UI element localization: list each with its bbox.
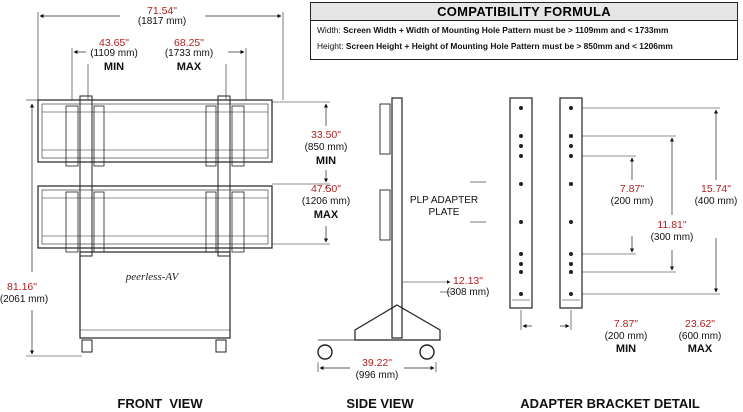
side-labels: PLP ADAPTER PLATE 12.13" (308 mm) 39.22"… bbox=[346, 195, 489, 411]
compatibility-formula-box: COMPATIBILITY FORMULA Width: Screen Widt… bbox=[310, 2, 738, 60]
side-base-in: 39.22" bbox=[362, 357, 392, 369]
formula-title: COMPATIBILITY FORMULA bbox=[311, 3, 737, 21]
overall-height-in: 81.16" bbox=[7, 281, 37, 293]
bracket-view bbox=[509, 97, 720, 330]
min-width-mm: (1109 mm) bbox=[90, 48, 138, 59]
formula-width-line: Width: Screen Width + Width of Mounting … bbox=[311, 21, 737, 39]
bracket-max-label: MAX bbox=[688, 343, 713, 355]
max-width-in: 68.25" bbox=[174, 37, 204, 49]
bracket-tall-in: 15.74" bbox=[701, 183, 731, 195]
bracket-min-label: MIN bbox=[616, 343, 636, 355]
bracket-min-mm: (200 mm) bbox=[605, 331, 648, 342]
min-width-in: 43.65" bbox=[99, 37, 129, 49]
plp-adapter-label-1: PLP ADAPTER bbox=[410, 195, 478, 206]
plp-adapter-label-2: PLATE bbox=[429, 207, 460, 218]
front-view bbox=[26, 12, 330, 357]
bracket-spacing-mm: (200 mm) bbox=[611, 196, 654, 207]
side-depth-in: 12.13" bbox=[453, 275, 483, 287]
formula-width-label: Width: bbox=[317, 25, 341, 35]
max-width-mm: (1733 mm) bbox=[165, 48, 213, 59]
min-width-label: MIN bbox=[104, 61, 124, 73]
bracket-max-in: 23.62" bbox=[685, 318, 715, 330]
bracket-holes bbox=[519, 106, 573, 296]
peerless-logo: peerless-AV bbox=[125, 271, 180, 283]
overall-width-in: 71.54" bbox=[147, 5, 177, 17]
side-view bbox=[317, 97, 486, 372]
min-height-in: 33.50" bbox=[311, 129, 341, 141]
formula-width-text: Screen Width + Width of Mounting Hole Pa… bbox=[343, 25, 669, 35]
side-depth-mm: (308 mm) bbox=[447, 287, 490, 298]
formula-height-label: Height: bbox=[317, 41, 344, 51]
bracket-view-caption: ADAPTER BRACKET DETAIL bbox=[520, 396, 700, 411]
min-height-mm: (850 mm) bbox=[305, 142, 348, 153]
max-height-mm: (1206 mm) bbox=[302, 196, 350, 207]
bracket-mid-in: 11.81" bbox=[657, 219, 686, 231]
side-base-mm: (996 mm) bbox=[356, 370, 399, 381]
bracket-min-in: 7.87" bbox=[614, 318, 638, 330]
bracket-max-mm: (600 mm) bbox=[679, 331, 722, 342]
bracket-labels: 7.87" (200 mm) 11.81" (300 mm) 15.74" (4… bbox=[520, 183, 737, 411]
front-labels: 71.54" (1817 mm) 43.65" (1109 mm) MIN 68… bbox=[0, 5, 350, 411]
max-height-label: MAX bbox=[314, 209, 339, 221]
max-width-label: MAX bbox=[177, 61, 202, 73]
max-height-in: 47.50" bbox=[311, 183, 341, 195]
bracket-mid-mm: (300 mm) bbox=[651, 232, 694, 243]
overall-height-mm: (2061 mm) bbox=[0, 294, 48, 305]
front-view-caption: FRONT VIEW bbox=[117, 396, 203, 411]
min-height-label: MIN bbox=[316, 155, 336, 167]
bracket-tall-mm: (400 mm) bbox=[695, 196, 738, 207]
side-view-caption: SIDE VIEW bbox=[346, 396, 414, 411]
bracket-spacing-in: 7.87" bbox=[620, 183, 644, 195]
overall-width-mm: (1817 mm) bbox=[138, 16, 186, 27]
formula-height-text: Screen Height + Height of Mounting Hole … bbox=[345, 41, 673, 51]
formula-height-line: Height: Screen Height + Height of Mounti… bbox=[311, 39, 737, 53]
